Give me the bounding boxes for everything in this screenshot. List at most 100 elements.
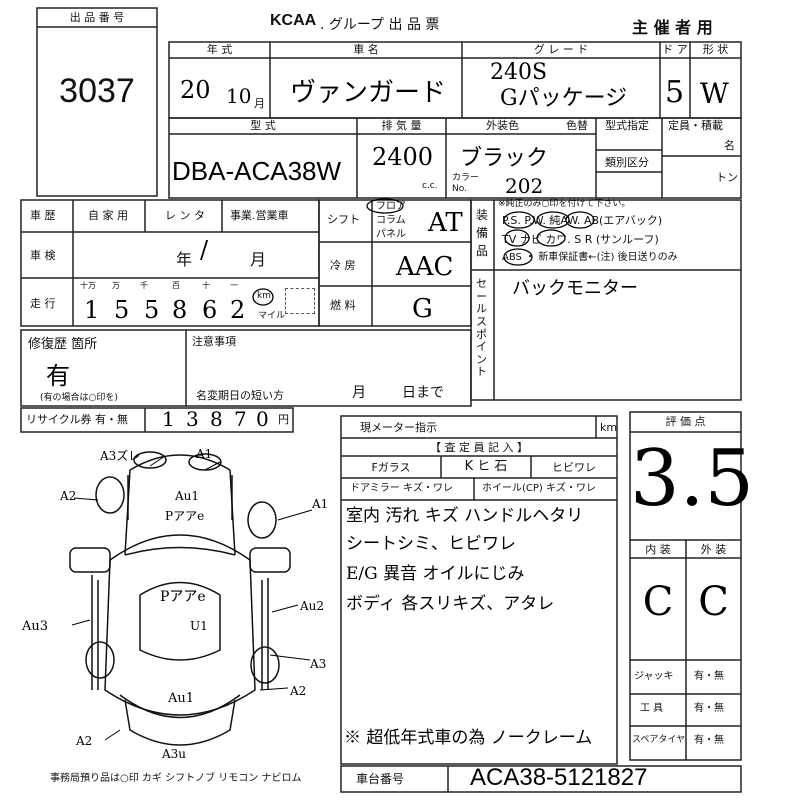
mile-unit: マイル (258, 311, 286, 321)
capacity-people-unit: 名 (724, 139, 735, 152)
shift-panel: パネル (376, 229, 406, 240)
tools-yesno: 有・無 (694, 703, 724, 714)
wheel-label: ホイール(CP) キズ・ワレ (482, 483, 596, 494)
aircon-value: AAC (396, 252, 454, 282)
color-no-value: 202 (505, 174, 544, 198)
class-label: 類別区分 (605, 156, 649, 169)
deadline-day: 日まで (402, 385, 444, 401)
score-value: 3.5 (630, 434, 755, 524)
form-title: . グループ 出 品 票 (320, 17, 440, 33)
mileage-digit: 6 (202, 296, 218, 324)
interior-score: C (642, 579, 674, 625)
spare-yesno: 有・無 (694, 735, 724, 746)
km-unit: km (257, 291, 271, 301)
displacement-value: 2400 (372, 143, 434, 171)
inspection-mark: / (200, 236, 209, 264)
chassis-label: 車台番号 (356, 772, 405, 786)
sales-point-value: バックモニター (512, 278, 638, 299)
mark-roof: Pアアe (160, 589, 206, 605)
jack-yesno: 有・無 (694, 671, 724, 682)
digit-label-1k: 千 (140, 281, 148, 290)
mark-left-side: Au3 (22, 619, 49, 634)
inspection-year-unit: 年 (176, 250, 193, 269)
score-label: 評 価 点 (665, 415, 706, 428)
mileage-digit: 1 (84, 296, 100, 324)
history-label: 車 歴 (30, 209, 56, 222)
car-diagram (69, 451, 291, 746)
equipment-note: ※純正のみ○印を付けて下さい。 (498, 199, 631, 209)
inspector-note: E/G 異音 オイルにじみ (346, 564, 525, 584)
equipment-label: 装 備 品 (476, 208, 489, 258)
mark-right-front: A1 (312, 497, 329, 511)
mileage-digit: 8 (172, 296, 188, 324)
capacity-label: 定員・積載 (668, 119, 723, 132)
mark-right-side: Au2 (300, 599, 325, 613)
model-value: DBA-ACA38W (172, 156, 342, 186)
tools-label: 工 具 (640, 703, 664, 714)
mileage-label: 走 行 (30, 297, 56, 310)
chassis-value: ACA38-5121827 (470, 764, 648, 791)
equipment-line-1: P.S. P.W. 純AW. AB(エアバック) (502, 214, 663, 227)
car-name-label: 車 名 (353, 43, 379, 56)
repair-note: (有の場合は○印を) (40, 393, 118, 403)
model-label: 型 式 (250, 119, 276, 132)
year-label: 年 式 (206, 43, 233, 56)
inspector-bottom-note: ※ 超低年式車の為 ノークレーム (344, 728, 593, 748)
grade-label: グ レ ー ド (533, 43, 589, 56)
recycle-digit: 3 (186, 407, 199, 431)
mark-hood: Au1 (175, 489, 200, 503)
lot-number: 3037 (59, 72, 135, 110)
notes-label: 注意事項 (192, 335, 236, 348)
inspection-label: 車 検 (30, 249, 56, 262)
exterior-score: C (698, 579, 729, 625)
mileage-digit: 5 (114, 296, 130, 324)
inspector-note: シートシミ、ヒビワレ (346, 534, 516, 554)
repair-value: 有 (46, 362, 70, 390)
mileage-digit: 2 (230, 296, 246, 324)
meter-km: km (600, 421, 618, 434)
jack-label: ジャッキ (634, 671, 674, 682)
meter-label: 現メーター指示 (360, 421, 437, 434)
mileage-check-box (285, 288, 315, 314)
deadline-month: 月 (352, 385, 366, 401)
recycle-digit: 7 (234, 407, 247, 431)
lot-number-label: 出 品 番 号 (69, 11, 125, 24)
digit-label-1: 一 (230, 281, 238, 290)
digit-label-10: 十 (202, 281, 210, 290)
ext-color-value: ブラック (460, 146, 549, 171)
inspector-note: ボディ 各スリキズ、アタレ (346, 594, 555, 614)
mark-front: A3ズレ (100, 449, 141, 463)
year-value: 20 (180, 76, 211, 104)
inspector-note: 室内 汚れ キズ ハンドルヘタリ (346, 506, 584, 526)
grade-line-1: 240S (490, 60, 548, 85)
mark-right-rear-2: A2 (290, 684, 307, 698)
shape-value: W (700, 77, 729, 110)
color-change-label: 色替 (566, 119, 588, 132)
glass-chip: K ヒ 石 (464, 459, 508, 474)
recycle-label: リサイクル券 有・無 (26, 413, 128, 426)
fuel-value: G (412, 294, 433, 324)
glass-label: Fガラス (371, 461, 411, 474)
history-business: 事業.営業車 (230, 209, 289, 222)
shift-label: シフト (327, 213, 360, 226)
mark-roof-2: U1 (190, 619, 208, 633)
shift-column: コラム (376, 215, 406, 226)
mirror-label: ドアミラー キズ・ワレ (350, 483, 453, 494)
mark-trunk: Au1 (168, 691, 195, 706)
exterior-label: 外 装 (700, 543, 727, 556)
repair-label: 修復歴 箇所 (28, 337, 98, 352)
digit-label-10k: 万 (112, 281, 120, 290)
doors-value: 5 (665, 75, 685, 110)
car-name: ヴァンガード (290, 78, 447, 108)
digit-label-100: 百 (172, 281, 180, 290)
spare-label: スペアタイヤ (632, 735, 686, 745)
mileage-digit: 5 (144, 296, 160, 324)
fuel-label: 燃 料 (330, 299, 356, 312)
type-spec-label: 型式指定 (605, 119, 649, 132)
mark-hood-note: Pアアe (165, 509, 205, 523)
mark-hood-2: A1 (196, 447, 213, 461)
doors-label: ド ア (662, 43, 688, 56)
yen-unit: 円 (278, 413, 289, 426)
mark-right-rear: A3 (310, 657, 327, 671)
